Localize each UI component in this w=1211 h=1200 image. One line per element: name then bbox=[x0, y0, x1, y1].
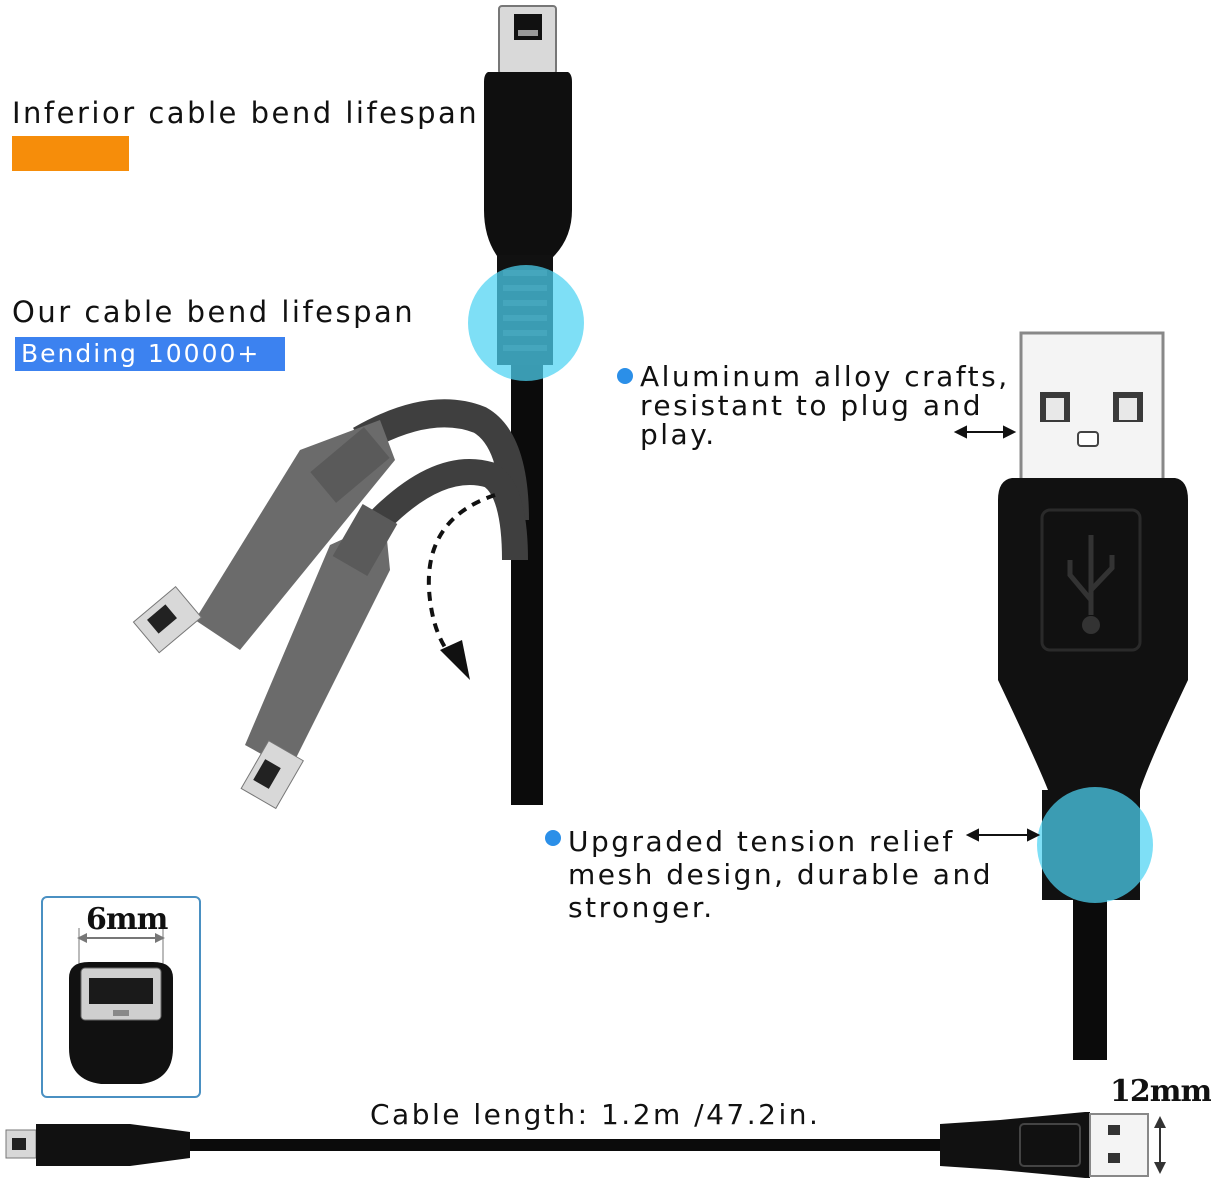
dimension-arrows bbox=[953, 425, 1041, 842]
bottom-cable bbox=[5, 1112, 1166, 1178]
plug-width-label: 6mm bbox=[86, 902, 168, 937]
bent-connector-2 bbox=[240, 504, 398, 810]
inferior-bend-label: Inferior cable bend lifespan bbox=[12, 96, 480, 130]
tension-feature-text: Upgraded tension relief mesh design, dur… bbox=[568, 825, 993, 924]
top-mini-connector bbox=[484, 5, 572, 805]
usb-height-label: 12mm bbox=[1110, 1074, 1211, 1109]
aluminum-feature-text: Aluminum alloy crafts, resistant to plug… bbox=[640, 360, 1010, 451]
bullet-dot bbox=[545, 830, 561, 846]
bend-arrow-head bbox=[440, 640, 470, 680]
cable-length-label: Cable length: 1.2m /47.2in. bbox=[370, 1098, 821, 1131]
plug-inset bbox=[41, 896, 201, 1098]
inferior-bend-bar bbox=[12, 136, 129, 171]
bent-connector-1 bbox=[132, 420, 395, 654]
our-bend-label: Our cable bend lifespan bbox=[12, 295, 416, 329]
bent-cable-ghosts bbox=[353, 399, 529, 561]
bending-badge: Bending 10000+ bbox=[15, 337, 285, 371]
bullet-dot bbox=[617, 368, 633, 384]
bend-highlight-top bbox=[468, 265, 584, 381]
usb-a-connector bbox=[998, 331, 1188, 1060]
bend-highlight-usb bbox=[1037, 787, 1153, 903]
plug-face-illustration bbox=[69, 928, 173, 1084]
bend-arrow bbox=[426, 493, 496, 662]
